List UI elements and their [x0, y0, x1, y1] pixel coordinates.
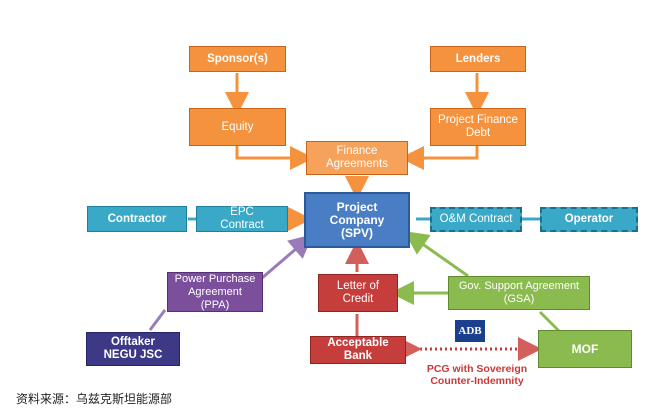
adb-logo-text: ADB	[458, 325, 482, 337]
acceptable-bank-box: Acceptable Bank	[310, 336, 406, 364]
om-contract-box: O&M Contract	[430, 207, 522, 232]
project-finance-debt-box: Project Finance Debt	[430, 108, 526, 146]
gsa-box: Gov. Support Agreement (GSA)	[448, 276, 590, 310]
om-contract-label: O&M Contract	[439, 213, 513, 225]
offtaker-label: Offtaker NEGU JSC	[103, 336, 163, 361]
epc-contract-box: EPC Contract	[196, 206, 288, 232]
lenders-label: Lenders	[455, 52, 501, 65]
pcg-label: PCG with Sovereign Counter-Indemnity	[418, 351, 536, 387]
equity-box: Equity	[189, 108, 286, 146]
ppa-label: Power Purchase Agreement (PPA)	[174, 272, 256, 311]
lenders-box: Lenders	[430, 46, 526, 72]
sponsors-label: Sponsor(s)	[207, 52, 268, 65]
finance-agreements-box: Finance Agreements	[306, 141, 408, 175]
epc-contract-label: EPC Contract	[220, 206, 264, 231]
acceptable-bank-label: Acceptable Bank	[327, 337, 389, 362]
contractor-box: Contractor	[87, 206, 187, 232]
mof-label: MOF	[571, 341, 599, 356]
mof-box: MOF	[538, 330, 632, 368]
ppa-box: Power Purchase Agreement (PPA)	[167, 272, 263, 312]
operator-label: Operator	[564, 213, 614, 225]
operator-box: Operator	[540, 207, 638, 232]
adb-logo: ADB	[455, 320, 485, 342]
gsa-label: Gov. Support Agreement (GSA)	[458, 280, 580, 305]
project-company-label: Project Company (SPV)	[329, 199, 385, 240]
pcg-label-text: PCG with Sovereign Counter-Indemnity	[426, 363, 528, 387]
project-company-box: Project Company (SPV)	[304, 192, 410, 248]
source-caption: 资料来源：乌兹克斯坦能源部	[16, 392, 173, 406]
letter-of-credit-box: Letter of Credit	[318, 274, 398, 312]
letter-of-credit-label: Letter of Credit	[336, 280, 380, 305]
sponsors-box: Sponsor(s)	[189, 46, 286, 72]
offtaker-box: Offtaker NEGU JSC	[86, 332, 180, 366]
project-finance-debt-label: Project Finance Debt	[438, 114, 518, 139]
equity-label: Equity	[221, 120, 254, 133]
finance-agreements-label: Finance Agreements	[325, 145, 388, 170]
contractor-label: Contractor	[107, 212, 167, 225]
